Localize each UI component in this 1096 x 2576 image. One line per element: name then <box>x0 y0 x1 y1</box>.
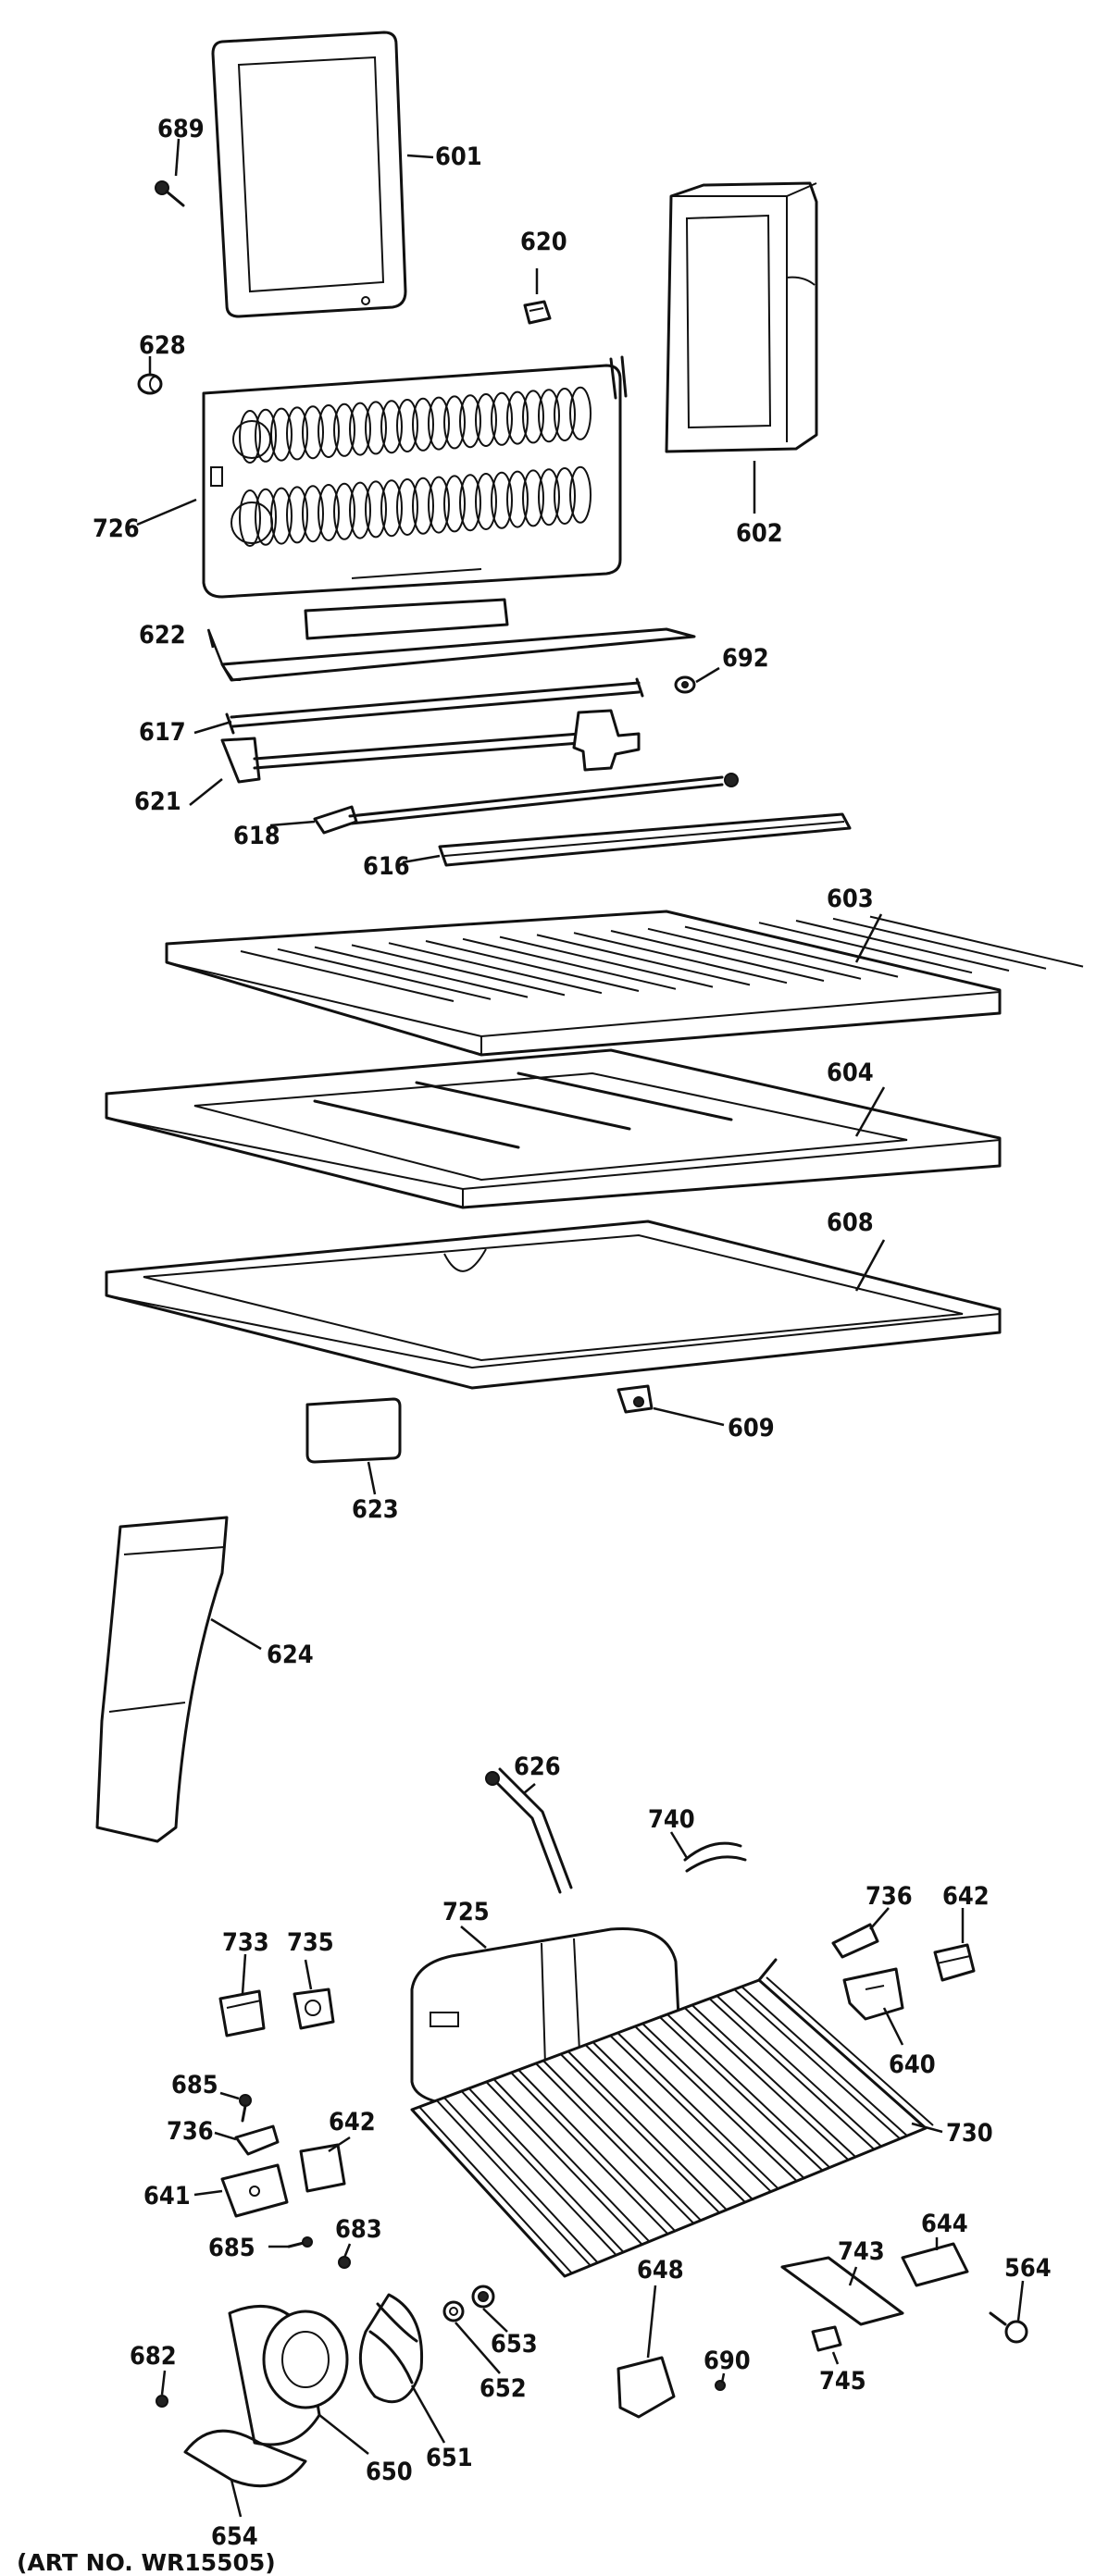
label-640: 640 <box>889 2050 936 2079</box>
part-689-screw <box>155 180 185 207</box>
part-690-screw <box>715 2380 726 2391</box>
part-616-channel <box>438 812 852 867</box>
part-601-cover-panel <box>211 31 407 318</box>
label-616: 616 <box>363 852 410 881</box>
part-685-screw-top <box>239 2094 252 2123</box>
label-604: 604 <box>827 1059 874 1087</box>
part-642-grommet-left <box>299 2143 346 2193</box>
label-730: 730 <box>946 2119 993 2148</box>
label-692: 692 <box>722 644 769 673</box>
part-740-clip <box>683 1841 747 1873</box>
label-733: 733 <box>222 1928 269 1957</box>
label-689: 689 <box>157 115 205 143</box>
label-622: 622 <box>139 621 186 650</box>
part-624-duct-panel <box>95 1516 229 1843</box>
label-690: 690 <box>704 2347 751 2375</box>
label-651: 651 <box>426 2444 473 2472</box>
part-735-overload <box>293 1988 335 2030</box>
part-644-bracket <box>901 2242 969 2287</box>
part-628-grommet <box>137 373 163 395</box>
part-626-drain-tube <box>485 1767 573 1894</box>
part-654-bracket <box>183 2429 307 2488</box>
label-628: 628 <box>139 331 186 360</box>
label-608: 608 <box>827 1208 874 1237</box>
label-685-lower: 685 <box>208 2234 255 2262</box>
part-620-clip <box>523 300 552 325</box>
label-621: 621 <box>134 787 181 816</box>
part-730-condenser-coil <box>410 1958 934 2278</box>
label-650: 650 <box>366 2458 413 2486</box>
label-726: 726 <box>93 514 140 543</box>
part-685-screw-lower <box>287 2236 313 2248</box>
label-618: 618 <box>233 822 280 850</box>
part-648-cap <box>616 2356 676 2419</box>
label-642-right: 642 <box>942 1882 990 1911</box>
leader-lines <box>136 138 1025 2518</box>
label-725: 725 <box>442 1898 490 1926</box>
label-735: 735 <box>287 1928 334 1957</box>
part-652-washer <box>442 2300 465 2322</box>
label-626: 626 <box>514 1752 561 1781</box>
label-601: 601 <box>435 142 482 171</box>
label-745: 745 <box>819 2367 866 2396</box>
label-736-right: 736 <box>866 1882 913 1911</box>
part-692-nut <box>674 675 696 694</box>
label-641: 641 <box>143 2182 191 2211</box>
part-683-nut <box>338 2256 351 2269</box>
label-609: 609 <box>728 1414 775 1443</box>
part-651-fan-blade <box>358 2293 424 2404</box>
part-608-drip-tray <box>105 1220 1002 1390</box>
part-650-fan-motor <box>228 2304 349 2446</box>
part-733-relay <box>218 1989 266 2037</box>
part-609-switch <box>616 1384 654 1414</box>
label-682: 682 <box>130 2342 177 2371</box>
part-617-defrost-heater <box>225 677 644 735</box>
part-602-insulation-block <box>665 181 818 453</box>
label-654: 654 <box>211 2522 258 2551</box>
part-623-cover <box>305 1397 402 1464</box>
label-685-top: 685 <box>171 2071 218 2099</box>
part-641-bracket <box>220 2163 289 2218</box>
part-621-heater-bracket <box>220 709 641 784</box>
label-683: 683 <box>335 2215 382 2244</box>
art-number-caption: (ART NO. WR15505) <box>17 2549 276 2576</box>
part-743-bracket <box>780 2256 904 2326</box>
label-603: 603 <box>827 885 874 913</box>
label-644: 644 <box>921 2210 968 2238</box>
part-622-drain-trough <box>220 598 696 682</box>
label-620: 620 <box>520 228 567 256</box>
label-653: 653 <box>491 2330 538 2359</box>
label-617: 617 <box>139 718 186 747</box>
part-745-pad <box>811 2325 842 2352</box>
part-736-bracket-left <box>234 2124 280 2156</box>
part-642-grommet-right <box>933 1943 976 1982</box>
part-604-shelf <box>105 1048 1002 1209</box>
label-736-left: 736 <box>167 2117 214 2146</box>
part-736-bracket-right <box>831 1923 879 1959</box>
label-624: 624 <box>267 1641 314 1669</box>
part-682-clip <box>156 2395 168 2408</box>
label-743: 743 <box>838 2237 885 2266</box>
part-653-nut <box>471 2285 495 2309</box>
label-652: 652 <box>480 2374 527 2403</box>
label-602: 602 <box>736 519 783 548</box>
part-564-screw <box>989 2311 1028 2344</box>
part-618-heater <box>313 773 739 835</box>
part-726-evaporator-coil <box>202 355 628 599</box>
part-number-labels: 689 601 620 628 602 726 622 692 617 621 … <box>17 115 1052 2576</box>
label-623: 623 <box>352 1495 399 1524</box>
label-642-left: 642 <box>329 2108 376 2136</box>
label-648: 648 <box>637 2256 684 2285</box>
label-564: 564 <box>1004 2254 1052 2283</box>
part-640-bracket <box>842 1967 904 2021</box>
label-740: 740 <box>648 1805 695 1834</box>
part-603-shelf <box>165 910 1084 1057</box>
